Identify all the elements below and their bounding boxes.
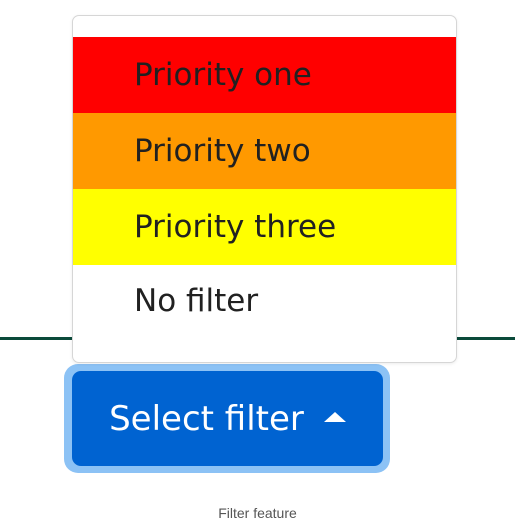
select-filter-label: Select filter xyxy=(109,398,304,439)
filter-dropdown-menu: Priority one Priority two Priority three… xyxy=(72,15,457,363)
menu-item-priority-one[interactable]: Priority one xyxy=(73,37,456,113)
menu-item-priority-three[interactable]: Priority three xyxy=(73,189,456,265)
menu-item-no-filter[interactable]: No filter xyxy=(73,265,456,337)
caption: Filter feature xyxy=(218,505,297,521)
select-filter-button[interactable]: Select filter xyxy=(72,371,383,466)
menu-item-priority-two[interactable]: Priority two xyxy=(73,113,456,189)
caret-up-icon xyxy=(323,411,346,422)
